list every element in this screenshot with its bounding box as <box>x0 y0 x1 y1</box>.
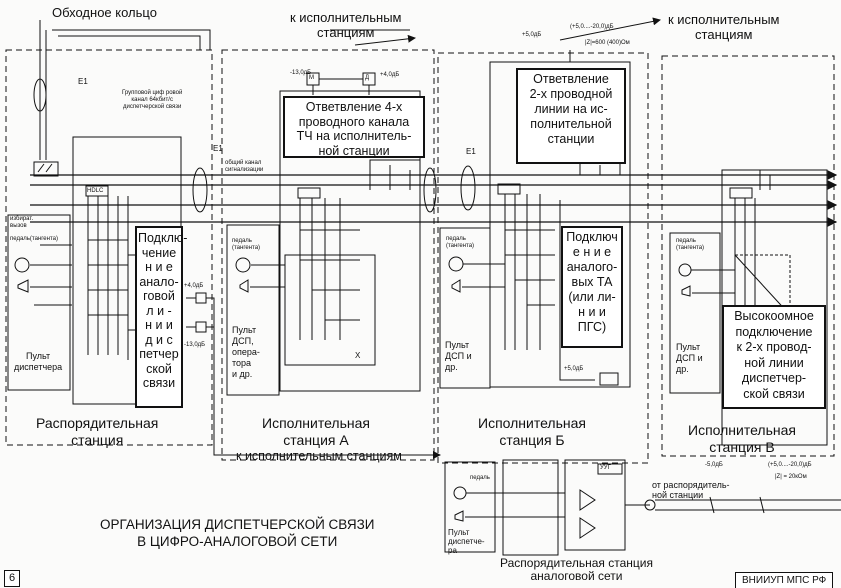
level-range-top: (+5,0....-20,0)дБ <box>570 24 614 30</box>
dispatcher-console-label: Пульт диспетчера <box>14 351 63 372</box>
box-branch-4wire: Ответвление 4-х проводного канала ТЧ на … <box>283 96 425 158</box>
station-exec-b: Исполнительная станция Б <box>478 415 586 448</box>
pedal-label: педаль(тангента) <box>10 236 58 242</box>
from-dispatch-label: от распорядитель- ной станции <box>652 480 730 500</box>
e1-label-c: E1 <box>466 147 476 156</box>
console-a-frame <box>226 224 280 396</box>
diagram-title: ОРГАНИЗАЦИЯ ДИСПЕТЧЕРСКОЙ СВЯЗИ В ЦИФРО-… <box>100 517 375 549</box>
pedal-d-label: педаль <box>470 475 490 481</box>
box-high-impedance: Высокоомное подключение к 2-х провод- но… <box>722 305 826 409</box>
frame-dispatch <box>5 49 213 446</box>
bypass-ring-label: Обходное кольцо <box>52 5 157 20</box>
console-c-label: Пульт ДСП и др. <box>676 342 703 374</box>
impedance-bottom: |Z| = 20кОм <box>775 474 807 480</box>
uyg-label: УУГ <box>600 465 611 471</box>
d-box-label: Д <box>365 75 370 81</box>
impedance-top: |Z|=600 (400)Ом <box>585 40 630 46</box>
pedal-b-label: педаль (тангента) <box>446 236 475 249</box>
frame-exec-c <box>661 55 835 457</box>
level-p4-top: +4,0дБ <box>380 72 400 78</box>
console-c-frame <box>669 232 721 394</box>
page-number: 6 <box>4 570 21 587</box>
console-b-label: Пульт ДСП и др. <box>445 340 472 372</box>
station-dispatch: Распорядительная станция <box>36 415 159 448</box>
frame-exec-b <box>437 52 649 464</box>
console-d-frame <box>444 461 496 553</box>
to-exec-bottom: к исполнительным станциям <box>236 449 402 463</box>
e1-label-b: E1 <box>213 144 223 153</box>
to-exec-top-2: к исполнительным станциям <box>668 12 780 42</box>
level-m13-top: -13,0дБ <box>290 70 312 76</box>
pedal-a-label: педаль (тангента) <box>232 238 261 251</box>
console-a-label: Пульт ДСП, опера- тора и др. <box>232 325 260 379</box>
level-m13-left: -13,0дБ <box>184 342 206 348</box>
level-m5-top: +5,0дБ <box>522 32 542 38</box>
box-connect-dispatch: Подклю- чение н и е анало- говой л и - н… <box>135 226 187 408</box>
level-range-bottom: (+5,0....-20,0)дБ <box>768 462 812 468</box>
console-dispatch-frame <box>7 214 71 391</box>
level-p5-b: +5,0дБ <box>564 366 584 372</box>
to-exec-top-1: к исполнительным станциям <box>290 10 402 40</box>
console-d-label: Пульт диспетче- ра <box>448 528 485 555</box>
group-channel-label: Групповой циф ровой канал 64кбит/с диспе… <box>122 90 183 110</box>
equip-exec-a <box>279 90 421 392</box>
station-exec-c: Исполнительная станция В <box>688 422 796 455</box>
station-exec-a: Исполнительная станция А <box>262 415 370 448</box>
frame-exec-a <box>221 49 435 461</box>
box-branch-2wire: Ответвление 2-х проводной линии на ис- п… <box>516 68 626 164</box>
level-m5-bottom: -5,0дБ <box>705 462 723 468</box>
pedal-c-label: педаль (тангента) <box>676 238 705 251</box>
x-mark-a: X <box>355 351 361 360</box>
equip-exec-b <box>489 61 631 388</box>
hdlc-label: HDLC <box>87 188 104 194</box>
stamp-label: ВНИИУП МПС РФ <box>735 572 834 588</box>
station-analog-dispatch: Распорядительная станция аналоговой сети <box>500 556 653 583</box>
e1-label-a: E1 <box>78 77 88 86</box>
box-connect-analog-ta: Подключ е н и е аналого- вых ТА (или ли-… <box>561 226 623 348</box>
select-call-label: избират. вызов <box>10 216 34 229</box>
m-box-label: М <box>309 75 314 81</box>
console-b-frame <box>439 227 491 389</box>
level-p4-left: +4,0дБ <box>184 283 204 289</box>
common-channel-label: общий канал сигнализации <box>225 160 264 173</box>
